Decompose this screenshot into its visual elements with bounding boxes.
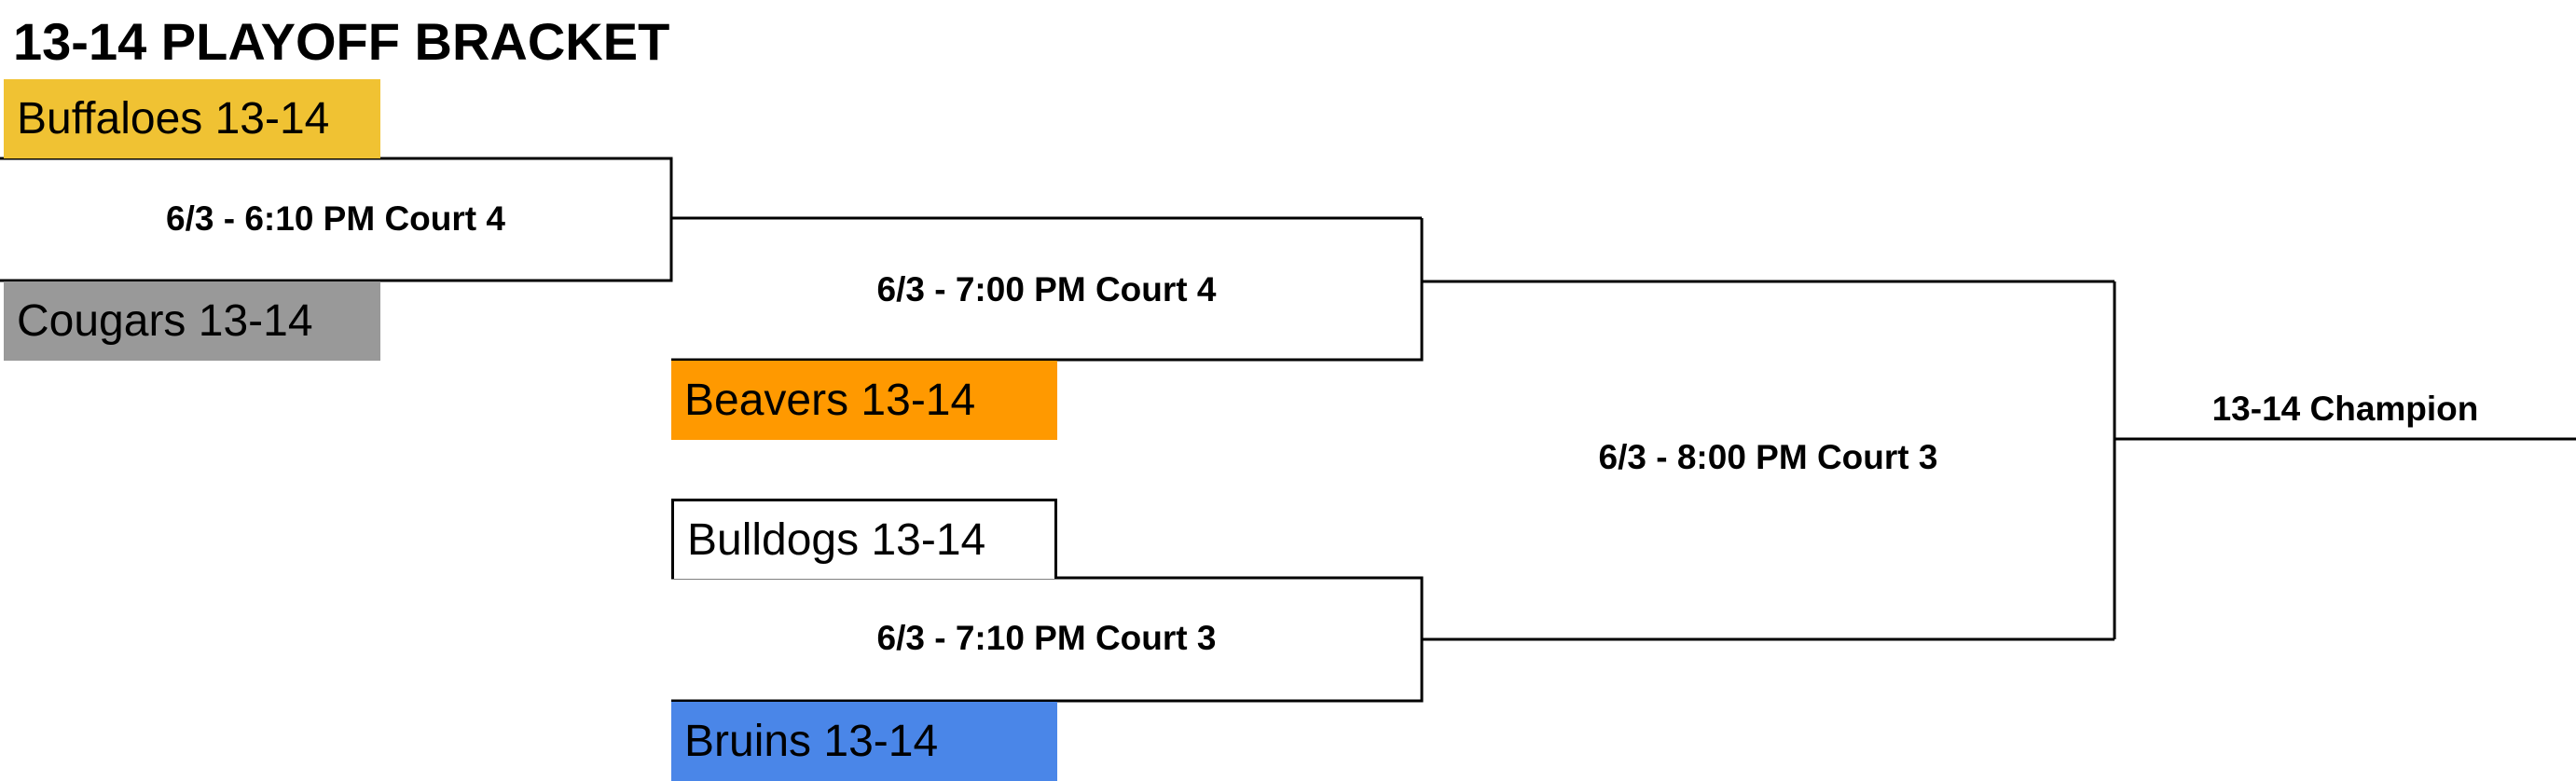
game-semi2-label: 6/3 - 7:10 PM Court 3 [876,619,1217,657]
team-cougars: Cougars 13-14 [4,281,380,361]
page-title: 13-14 PLAYOFF BRACKET [13,12,670,71]
team-bulldogs: Bulldogs 13-14 [671,499,1057,579]
game-round1-label: 6/3 - 6:10 PM Court 4 [166,199,505,238]
team-beavers: Beavers 13-14 [671,361,1057,440]
game-final-label: 6/3 - 8:00 PM Court 3 [1598,438,1938,476]
team-bruins: Bruins 13-14 [671,702,1057,781]
champion-label: 13-14 Champion [2211,390,2479,428]
team-buffaloes: Buffaloes 13-14 [4,79,380,158]
semi1-connector [671,218,1424,362]
game-semi1-label: 6/3 - 7:00 PM Court 4 [876,270,1217,308]
